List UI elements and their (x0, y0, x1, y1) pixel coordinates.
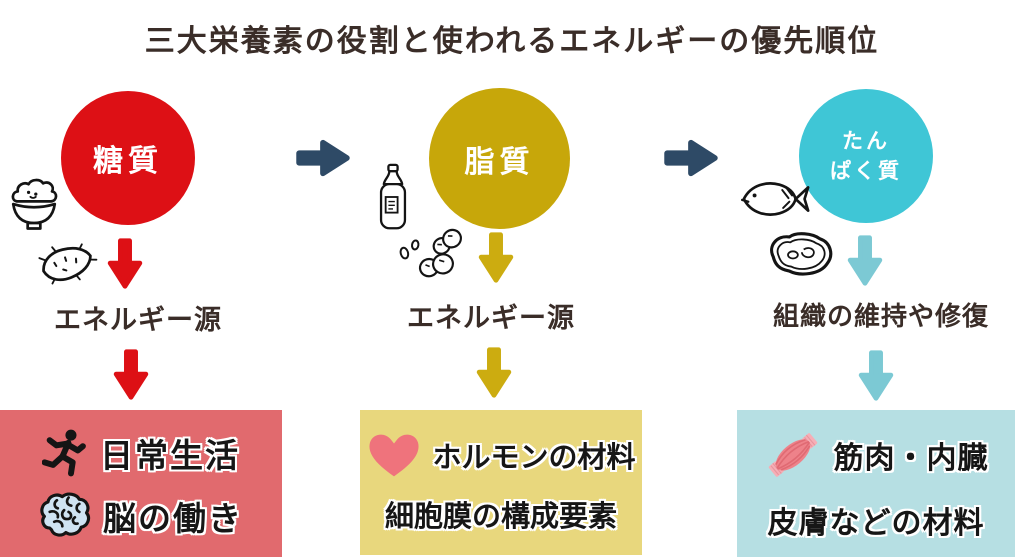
protein-label-line2: ぱく質 (830, 159, 902, 183)
fat-outcome-box: ホルモンの材料 細胞膜の構成要素 (360, 410, 642, 555)
outcome-label: 脳の働き (103, 498, 243, 538)
outcome-label: ホルモンの材料 (432, 439, 636, 474)
oil-bottle-icon (379, 163, 407, 230)
meat-icon (770, 232, 833, 276)
fat-role: エネルギー源 (407, 303, 575, 334)
sweet-potato-icon (38, 243, 98, 285)
carbohydrate-outcome-box: 日常生活 脳の働き (0, 410, 282, 557)
down-arrow-icon (858, 350, 894, 401)
carbohydrate-label: 糖質 (93, 144, 163, 179)
outcome-label: 細胞膜の構成要素 (384, 498, 617, 533)
down-arrow-icon (107, 238, 143, 289)
carbohydrate-circle: 糖質 (61, 91, 195, 225)
running-person-icon (42, 428, 88, 478)
fish-icon (740, 182, 810, 216)
outcome-row: 脳の働き (0, 492, 282, 540)
peanuts-icon (399, 228, 462, 278)
priority-arrow-icon (296, 139, 350, 177)
heart-icon (367, 431, 421, 479)
outcome-row: 筋肉・内臓 (737, 426, 1015, 484)
fat-label: 脂質 (464, 144, 535, 180)
page-title: 三大栄養素の役割と使われるエネルギーの優先順位 (144, 24, 880, 59)
outcome-row: 日常生活 (0, 428, 282, 478)
rice-bowl-icon (11, 178, 58, 230)
priority-arrow-icon (664, 139, 718, 177)
down-arrow-icon (476, 347, 512, 398)
outcome-row: ホルモンの材料 (360, 431, 642, 479)
outcome-label: 日常生活 (100, 435, 240, 475)
outcome-row: 細胞膜の構成要素 (360, 493, 642, 535)
brain-icon (39, 492, 91, 539)
down-arrow-icon (113, 349, 149, 400)
down-arrow-icon (478, 232, 514, 283)
outcome-label: 筋肉・内臓 (833, 440, 989, 476)
down-arrow-icon (847, 235, 883, 286)
outcome-row: 皮膚などの材料 (737, 498, 1015, 542)
fat-circle: 脂質 (429, 88, 570, 229)
protein-outcome-box: 筋肉・内臓 皮膚などの材料 (737, 410, 1015, 557)
protein-role: 組織の維持や修復 (772, 302, 990, 332)
carbohydrate-role: エネルギー源 (54, 305, 222, 336)
protein-label-line1: たん (842, 128, 890, 153)
outcome-label: 皮膚などの材料 (767, 505, 985, 541)
protein-circle: たん ぱく質 (799, 89, 933, 223)
muscle-icon (764, 426, 822, 484)
